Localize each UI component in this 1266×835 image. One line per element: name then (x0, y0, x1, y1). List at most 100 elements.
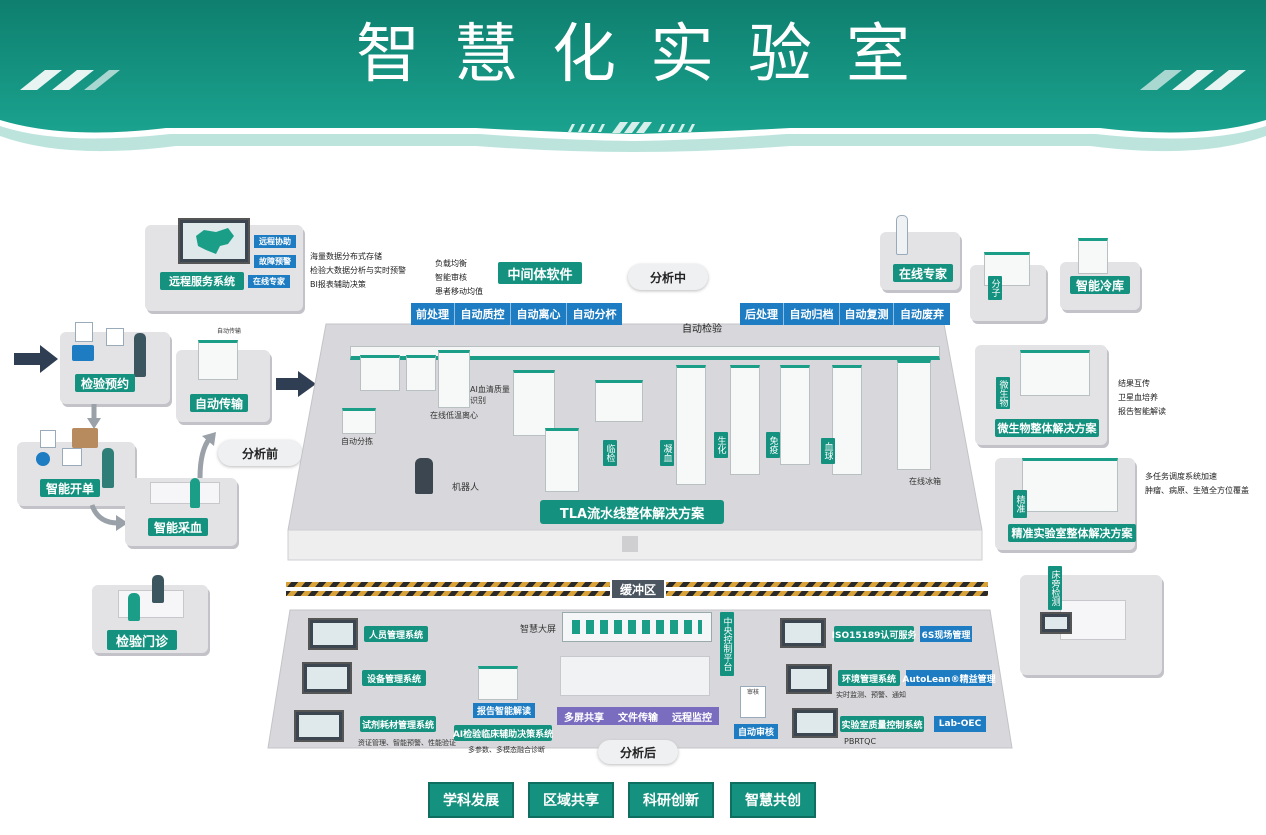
iso-button[interactable]: ISO15189认可服务 (832, 626, 916, 642)
footer-research-button[interactable]: 科研创新 (628, 782, 714, 818)
entry-arrow-icon (14, 345, 58, 373)
blood-staff-icon (190, 478, 200, 508)
report-ai-button[interactable]: 报告智能解读 (473, 703, 535, 718)
control-platform-tag: 中央控制平台 (720, 612, 734, 676)
iso-monitor (780, 618, 826, 648)
machine-a (360, 355, 400, 391)
remote-monitor-icon (178, 218, 250, 264)
auto-review-button[interactable]: 自动审核 (734, 724, 778, 739)
micro-solution-button[interactable]: 微生物整体解决方案 (995, 419, 1099, 437)
booking-doc-icon (75, 322, 93, 342)
auto-discard-label[interactable]: 自动废弃 (900, 308, 944, 321)
micro-note-1: 结果互传 (1118, 379, 1150, 388)
audit-doc-sign: 审核 (746, 689, 759, 696)
auto-transport-button[interactable]: 自动传输 (190, 394, 248, 412)
machine-clinical (545, 428, 579, 492)
middleware-button[interactable]: 中间体软件 (498, 262, 582, 284)
pre-analysis-cloud: 分析前 (218, 440, 302, 466)
audit-doc-icon (740, 686, 766, 718)
booking-button[interactable]: 检验预约 (75, 374, 135, 392)
micro-note-3: 报告智能解读 (1118, 407, 1166, 416)
curve-arrow-icon (90, 504, 128, 531)
remote-monitoring[interactable]: 远程监控 (672, 712, 712, 724)
reagent-monitor (294, 710, 344, 742)
reagent-system-button[interactable]: 试剂耗材管理系统 (360, 716, 436, 732)
precise-solution-button[interactable]: 精准实验室整体解决方案 (1008, 524, 1136, 542)
reagent-note: 资证管理、智能预警、性能验证 (358, 739, 456, 747)
ai-decision-button[interactable]: AI检验临床辅助决策系统 (453, 725, 553, 741)
tag-online-expert[interactable]: 在线专家 (248, 275, 290, 288)
staff-monitor (308, 618, 358, 650)
cold-storage-button[interactable]: 智能冷库 (1070, 276, 1130, 294)
auto-transport-sign: 自动传输 (216, 328, 241, 335)
micro-machine (1020, 350, 1090, 396)
down-arrow-icon (87, 404, 101, 429)
auto-centrifuge-label[interactable]: 自动离心 (511, 303, 567, 325)
staff-system-button[interactable]: 人员管理系统 (364, 626, 428, 642)
smart-ordering-button[interactable]: 智能开单 (40, 479, 100, 497)
remote-note-3: BI报表辅助决策 (310, 280, 366, 289)
label-auto-split: 自动分拣 (341, 437, 373, 446)
mw-note-3: 患者移动均值 (435, 287, 483, 296)
footer-regional-button[interactable]: 区域共享 (528, 782, 614, 818)
label-ai-serum: AI血清质量识别 (470, 385, 510, 405)
in-analysis-cloud: 分析中 (628, 264, 708, 290)
blood-desk (150, 482, 220, 504)
station-blood: 血球 (821, 438, 835, 464)
control-desk (560, 656, 710, 696)
molecular-tag: 分子 (988, 276, 1002, 300)
machine-c (513, 370, 555, 436)
tag-remote-assist[interactable]: 远程协助 (254, 235, 296, 248)
expert-person-icon (896, 215, 908, 255)
pre-process-label[interactable]: 前处理 (411, 303, 455, 325)
env-button[interactable]: 环境管理系统 (838, 670, 900, 686)
post-process-label[interactable]: 后处理 (740, 303, 784, 325)
remote-service-button[interactable]: 远程服务系统 (160, 272, 244, 290)
qc-note: PBRTQC (844, 737, 877, 746)
lane-2 (730, 365, 760, 475)
clinic-button[interactable]: 检验门诊 (107, 630, 177, 650)
auto-archive-label[interactable]: 自动归档 (784, 303, 840, 325)
ai-note: 多参数、多模态融合诊断 (468, 746, 545, 754)
precise-note-2: 肿瘤、病原、生殖全方位覆盖 (1145, 486, 1249, 495)
page-title: 智慧化实验室 (356, 18, 944, 92)
label-fridge: 在线冰箱 (909, 477, 941, 486)
robot-icon (415, 458, 433, 494)
auto-retest-label[interactable]: 自动复测 (840, 303, 894, 325)
precise-note-1: 多任务调度系统加速 (1145, 472, 1217, 481)
device-system-button[interactable]: 设备管理系统 (362, 670, 426, 686)
label-robot: 机器人 (452, 483, 480, 493)
multi-screen-share[interactable]: 多屏共享 (564, 712, 604, 724)
smart-blood-button[interactable]: 智能采血 (148, 518, 208, 536)
lab-oec-button[interactable]: Lab-OEC (934, 716, 986, 732)
poct-tag: 床旁检测 (1048, 566, 1062, 610)
ordering-tool-icon (62, 448, 82, 466)
machine-split (342, 408, 376, 434)
env-note: 实时监测、预警、通知 (836, 691, 906, 699)
auto-qc-label[interactable]: 自动质控 (455, 303, 511, 325)
mw-note-1: 负载均衡 (435, 259, 467, 268)
footer-cocreate-button[interactable]: 智慧共创 (730, 782, 816, 818)
six-s-button[interactable]: 6S现场管理 (920, 626, 972, 642)
machine-centrifuge (438, 350, 470, 408)
china-map-icon (196, 228, 234, 254)
auto-aliquot-label[interactable]: 自动分杯 (572, 308, 617, 321)
buffer-zone-label: 缓冲区 (610, 578, 666, 600)
pre-process-bar: 前处理 自动质控 自动离心 自动分杯 (411, 303, 622, 325)
precise-tag: 精准 (1013, 490, 1027, 518)
machine-fridge (897, 360, 931, 470)
booking-phone-icon (72, 345, 94, 361)
poct-monitor (1040, 612, 1072, 634)
transport-machine-icon (198, 340, 238, 380)
remote-note-2: 检验大数据分析与实时预警 (310, 266, 406, 275)
footer-discipline-button[interactable]: 学科发展 (428, 782, 514, 818)
post-analysis-cloud: 分析后 (598, 740, 678, 764)
tla-solution-button[interactable]: TLA流水线整体解决方案 (540, 500, 724, 524)
tag-fault-warning[interactable]: 故障预警 (254, 255, 296, 268)
online-expert-button[interactable]: 在线专家 (893, 264, 953, 282)
autolean-button[interactable]: AutoLean®精益管理 (902, 670, 996, 686)
file-transfer[interactable]: 文件传输 (618, 712, 658, 724)
qc-button[interactable]: 实验室质量控制系统 (840, 716, 924, 732)
ordering-badge-icon (72, 428, 98, 448)
